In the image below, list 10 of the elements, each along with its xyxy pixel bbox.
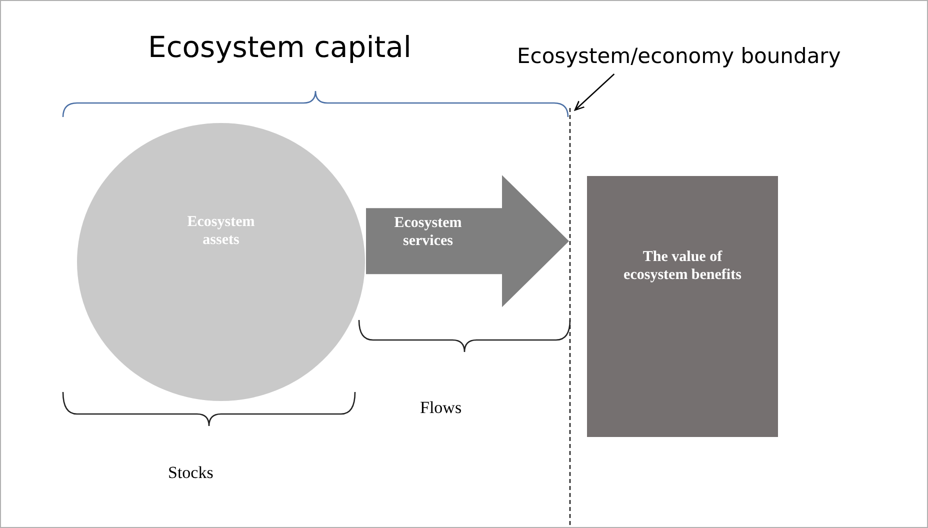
benefit-box — [587, 176, 778, 437]
asset-circle — [77, 123, 365, 401]
brace-label: Flows — [420, 398, 462, 418]
brace-label: Stocks — [168, 463, 214, 483]
heading: Ecosystem capital — [148, 30, 412, 64]
block-arrow — [366, 175, 569, 308]
leader-line — [574, 74, 615, 111]
node-label: The value of ecosystem benefits — [622, 248, 742, 284]
edge-label: Ecosystem services — [393, 214, 463, 250]
node-label: Ecosystem/economy boundary — [517, 44, 841, 68]
